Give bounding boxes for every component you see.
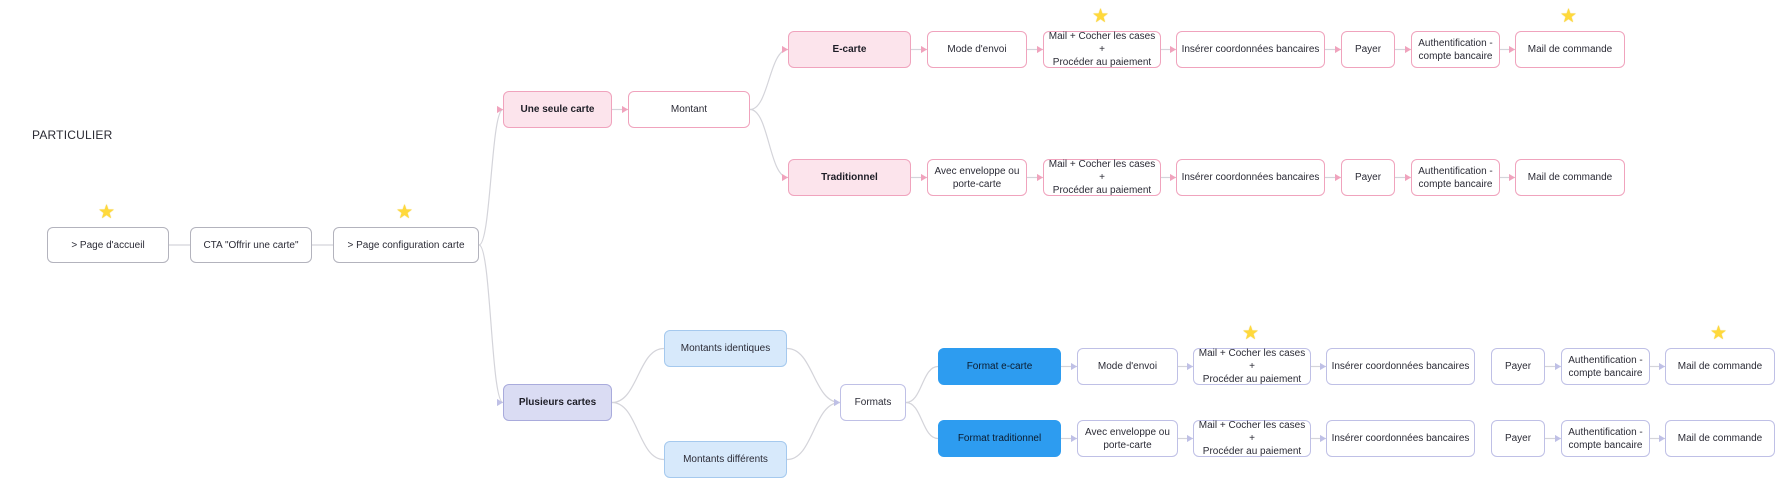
node-page-configuration[interactable]: > Page configuration carte [333, 227, 479, 263]
connector-identiques-formats [786, 347, 841, 407]
node-mail-cocher-cases[interactable]: Mail + Cocher les cases + Procéder au pa… [1043, 159, 1161, 196]
node-avec-enveloppe[interactable]: Avec enveloppe ou porte-carte [927, 159, 1027, 196]
connector-formats-fecarte [905, 365, 939, 404]
connector-formats-ftradi [905, 401, 939, 440]
node-format-e-carte[interactable]: Format e-carte [938, 348, 1061, 385]
node-montants-identiques[interactable]: Montants identiques [664, 330, 787, 367]
node-authentification[interactable]: Authentification - compte bancaire [1411, 31, 1500, 68]
node-inserer-coordonnees[interactable]: Insérer coordonnées bancaires [1176, 159, 1325, 196]
connector-montant-tradi [749, 108, 789, 182]
node-formats[interactable]: Formats [840, 384, 906, 421]
node-mail-cocher-cases[interactable]: Mail + Cocher les cases + Procéder au pa… [1193, 420, 1311, 457]
node-cta-offrir-carte[interactable]: CTA "Offrir une carte" [190, 227, 312, 263]
node-authentification[interactable]: Authentification - compte bancaire [1561, 348, 1650, 385]
star-icon: ★ [1092, 6, 1110, 27]
node-authentification[interactable]: Authentification - compte bancaire [1561, 420, 1650, 457]
node-montants-differents[interactable]: Montants différents [664, 441, 787, 478]
node-mail-commande[interactable]: Mail de commande [1665, 348, 1775, 385]
node-plusieurs-cartes[interactable]: Plusieurs cartes [503, 384, 612, 421]
node-une-seule-carte[interactable]: Une seule carte [503, 91, 612, 128]
section-title: PARTICULIER [32, 128, 113, 142]
node-mail-commande[interactable]: Mail de commande [1665, 420, 1775, 457]
node-page-accueil[interactable]: > Page d'accueil [47, 227, 169, 263]
node-mail-cocher-cases[interactable]: Mail + Cocher les cases + Procéder au pa… [1043, 31, 1161, 68]
node-montant[interactable]: Montant [628, 91, 750, 128]
star-icon: ★ [1710, 323, 1728, 344]
node-payer[interactable]: Payer [1491, 420, 1545, 457]
connector-config-plusieurs [478, 244, 504, 407]
node-payer[interactable]: Payer [1491, 348, 1545, 385]
star-icon: ★ [1242, 323, 1260, 344]
connector-plusieurs-differents [611, 401, 665, 461]
node-mode-envoi[interactable]: Mode d'envoi [927, 31, 1027, 68]
connector-plusieurs-identiques [611, 347, 665, 404]
node-e-carte[interactable]: E-carte [788, 31, 911, 68]
node-mail-cocher-cases[interactable]: Mail + Cocher les cases + Procéder au pa… [1193, 348, 1311, 385]
star-icon: ★ [1560, 6, 1578, 27]
node-mode-envoi[interactable]: Mode d'envoi [1077, 348, 1178, 385]
node-payer[interactable]: Payer [1341, 159, 1395, 196]
node-mail-commande[interactable]: Mail de commande [1515, 159, 1625, 196]
connector-config-une_seule [478, 105, 504, 246]
node-format-traditionnel[interactable]: Format traditionnel [938, 420, 1061, 457]
connector-montant-ecarte [749, 45, 789, 111]
star-icon: ★ [396, 202, 414, 223]
node-avec-enveloppe[interactable]: Avec enveloppe ou porte-carte [1077, 420, 1178, 457]
node-mail-commande[interactable]: Mail de commande [1515, 31, 1625, 68]
node-inserer-coordonnees[interactable]: Insérer coordonnées bancaires [1326, 348, 1475, 385]
node-inserer-coordonnees[interactable]: Insérer coordonnées bancaires [1176, 31, 1325, 68]
node-inserer-coordonnees[interactable]: Insérer coordonnées bancaires [1326, 420, 1475, 457]
node-payer[interactable]: Payer [1341, 31, 1395, 68]
star-icon: ★ [98, 202, 116, 223]
connector-differents-formats [786, 398, 841, 461]
node-authentification[interactable]: Authentification - compte bancaire [1411, 159, 1500, 196]
node-traditionnel[interactable]: Traditionnel [788, 159, 911, 196]
